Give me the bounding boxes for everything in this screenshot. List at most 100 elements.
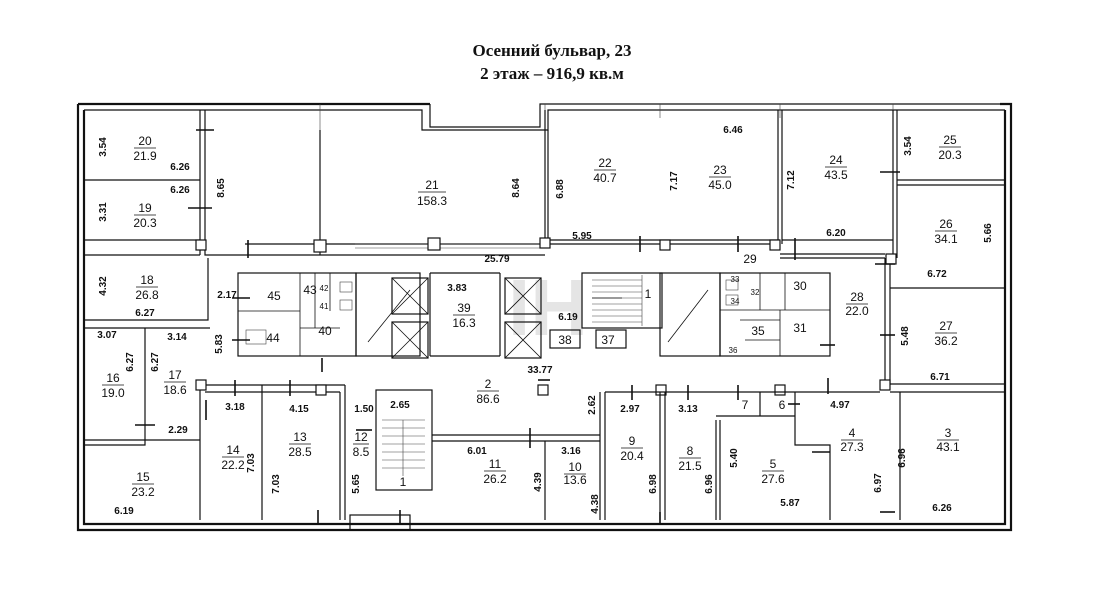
room-3-area: 43.1 (936, 440, 960, 454)
watermark: IH (508, 263, 588, 352)
room-9-area: 20.4 (620, 449, 644, 463)
room-26-area: 34.1 (934, 232, 958, 246)
dim-3-54-b: 3.54 (903, 136, 914, 156)
room-5-area: 27.6 (761, 472, 785, 486)
room-walls-north (544, 110, 1005, 393)
room-16-area: 19.0 (101, 386, 125, 400)
room-11-area: 26.2 (483, 472, 507, 486)
room-26-number: 26 (939, 217, 953, 231)
room-3-label: 343.1 (936, 426, 960, 454)
room-21-number: 21 (425, 178, 439, 192)
room-7-label: 7 (742, 398, 749, 412)
dim-6-98: 6.98 (648, 474, 659, 494)
dim-3-54-a: 3.54 (98, 137, 109, 157)
room-36-label: 36 (729, 346, 738, 355)
room-3-number: 3 (945, 426, 952, 440)
room-20-number: 20 (138, 134, 152, 148)
dim-4-39: 4.39 (533, 472, 544, 492)
dim-6-27-c: 6.27 (150, 352, 161, 372)
dim-33-77: 33.77 (527, 365, 552, 376)
room-2-number: 2 (485, 377, 492, 391)
dim-6-01: 6.01 (467, 446, 487, 457)
room-12-number: 12 (354, 430, 368, 444)
room-walls-west (84, 110, 345, 520)
room-37-label: 37 (601, 333, 615, 347)
door-markers (135, 129, 900, 524)
dim-4-32: 4.32 (98, 276, 109, 296)
plan-title-address: Осенний бульвар, 23 (472, 41, 632, 60)
room-16-number: 16 (106, 371, 120, 385)
room-29-label: 29 (743, 252, 757, 266)
room-5-label: 527.6 (761, 457, 785, 486)
room-45-label: 45 (267, 289, 281, 303)
room-22-number: 22 (598, 156, 612, 170)
plan-title-floor-area: 2 этаж – 916,9 кв.м (480, 64, 624, 83)
room-41-label: 41 (320, 302, 329, 311)
room-walls-south (339, 385, 901, 531)
dim-3-83: 3.83 (447, 283, 467, 294)
dim-5-83: 5.83 (214, 334, 225, 354)
room-4-label: 427.3 (840, 426, 864, 454)
dim-6-27-b: 6.27 (125, 352, 136, 372)
corridor-wall-east (780, 253, 885, 259)
room-23-area: 45.0 (708, 178, 732, 192)
room-20-area: 21.9 (133, 149, 157, 163)
room-24-number: 24 (829, 153, 843, 167)
dim-6-88: 6.88 (555, 179, 566, 199)
room-25-number: 25 (943, 133, 957, 147)
room-21-label: 21 158.3 (417, 178, 447, 208)
dim-5-95: 5.95 (572, 231, 592, 242)
room-39-number: 39 (457, 301, 471, 315)
room-19-area: 20.3 (133, 216, 157, 230)
room-12-area: 8.5 (353, 445, 370, 459)
room-43-label: 43 (303, 283, 317, 297)
room-8-number: 8 (687, 444, 694, 458)
dim-6-72: 6.72 (927, 269, 947, 280)
dim-6-97: 6.97 (873, 473, 884, 493)
dim-2-97: 2.97 (620, 404, 640, 415)
dim-6-27-a: 6.27 (135, 308, 155, 319)
room-4-number: 4 (849, 426, 856, 440)
dim-3-13: 3.13 (678, 404, 698, 415)
dim-3-14: 3.14 (167, 332, 187, 343)
dim-7-17: 7.17 (669, 171, 680, 191)
room-2-area: 86.6 (476, 392, 500, 406)
room-22-area: 40.7 (593, 171, 617, 185)
room-4-area: 27.3 (840, 440, 864, 454)
room-24-area: 43.5 (824, 168, 848, 182)
room-21-area: 158.3 (417, 194, 447, 208)
dim-2-29: 2.29 (168, 425, 188, 436)
room-18-number: 18 (140, 273, 154, 287)
dim-5-65: 5.65 (351, 474, 362, 494)
room-1-stair-north-label: 1 (645, 287, 652, 301)
room-2-label: 286.6 (476, 377, 500, 406)
room-13-number: 13 (293, 430, 307, 444)
room-14-area: 22.2 (221, 458, 245, 472)
dim-7-03-a: 7.03 (246, 453, 257, 473)
room-28-area: 22.0 (845, 304, 869, 318)
dim-6-96-a: 6.96 (704, 474, 715, 494)
room-12-label: 128.5 (353, 430, 370, 459)
room-10-area: 13.6 (563, 473, 587, 487)
dim-4-15: 4.15 (289, 404, 309, 415)
room-25-area: 20.3 (938, 148, 962, 162)
room-15-area: 23.2 (131, 485, 155, 499)
dim-1-50: 1.50 (354, 404, 374, 415)
dim-6-19-a: 6.19 (558, 312, 578, 323)
room-33-label: 33 (731, 275, 740, 284)
dim-8-65: 8.65 (216, 178, 227, 198)
room-34-label: 34 (731, 297, 740, 306)
room-27-number: 27 (939, 319, 953, 333)
